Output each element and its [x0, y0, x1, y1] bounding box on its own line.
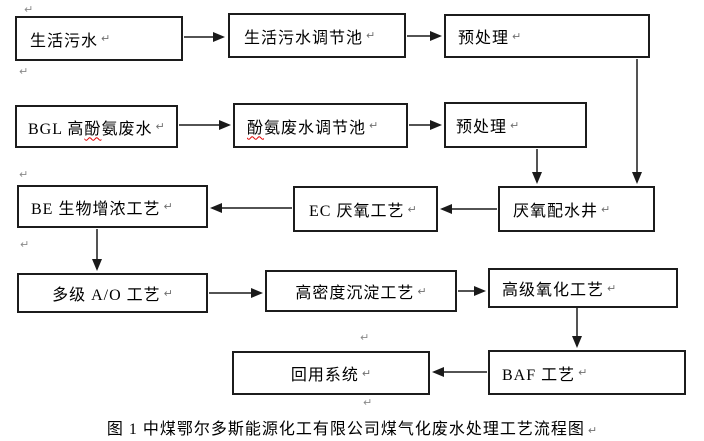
return-mark: ↵: [607, 281, 617, 295]
node-reuse-system: 回用系统↵: [232, 351, 430, 395]
node-pretreat-phenol-label: 预处理: [456, 119, 508, 136]
node-ec-process: EC 厌氧工艺↵: [293, 186, 438, 232]
node-bgl-label-misspelled: 酚: [84, 120, 102, 138]
return-mark: ↵: [578, 366, 588, 379]
node-sedimentation: 高密度沉淀工艺↵: [265, 270, 457, 312]
return-mark: ↵: [155, 120, 165, 133]
paragraph-mark: ↵: [24, 3, 34, 16]
node-pretreat-phenol: 预处理↵: [444, 102, 587, 148]
node-pretreat-sewage-label: 预处理: [458, 30, 510, 47]
return-mark: ↵: [366, 29, 376, 42]
figure-caption: 图 1 中煤鄂尔多斯能源化工有限公司煤气化废水处理工艺流程图↵: [0, 415, 704, 439]
node-baf-process-label: BAF 工艺: [502, 366, 576, 384]
node-bgl-label-post: 氨废水: [101, 120, 153, 138]
node-sewage-tank-label: 生活污水调节池: [244, 29, 364, 47]
return-mark: ↵: [361, 366, 372, 380]
node-sewage: 生活污水↵: [15, 16, 183, 61]
node-reuse-system-label: 回用系统: [290, 367, 359, 384]
node-pretreat-sewage: 预处理↵: [444, 14, 650, 58]
node-phenol-tank-label-post: 氨废水调节池: [264, 119, 367, 137]
node-anaerobic-well: 厌氧配水井↵: [498, 186, 655, 232]
node-phenol-tank-label-misspelled: 酚: [247, 119, 265, 137]
node-be-process-label: BE 生物增浓工艺: [31, 200, 161, 218]
paragraph-mark: ↵: [19, 65, 29, 78]
node-be-process: BE 生物增浓工艺↵: [17, 185, 208, 228]
node-bgl-label-pre: BGL 高: [28, 120, 85, 138]
return-mark: ↵: [407, 202, 417, 216]
node-anaerobic-well-label: 厌氧配水井: [513, 203, 599, 220]
node-oxidation: 高级氧化工艺↵: [488, 268, 678, 308]
paragraph-mark: ↵: [360, 331, 370, 344]
node-phenol-tank: 酚氨废水调节池↵: [233, 103, 408, 148]
return-mark: ↵: [101, 32, 111, 45]
node-ao-process: 多级 A/O 工艺↵: [17, 273, 208, 313]
return-mark: ↵: [510, 118, 520, 132]
node-oxidation-label: 高级氧化工艺: [502, 282, 605, 299]
node-sewage-tank: 生活污水调节池↵: [228, 13, 406, 58]
figure-caption-text: 图 1 中煤鄂尔多斯能源化工有限公司煤气化废水处理工艺流程图: [106, 421, 585, 438]
paragraph-mark: ↵: [20, 238, 30, 251]
return-mark: ↵: [587, 424, 598, 437]
paragraph-mark: ↵: [363, 396, 373, 409]
node-sedimentation-label: 高密度沉淀工艺: [295, 285, 415, 302]
return-mark: ↵: [369, 119, 379, 132]
node-bgl-wastewater: BGL 高酚氨废水↵: [15, 105, 178, 148]
return-mark: ↵: [417, 284, 427, 298]
return-mark: ↵: [512, 29, 522, 43]
node-ec-process-label: EC 厌氧工艺: [309, 203, 405, 220]
node-ao-process-label: 多级 A/O 工艺: [52, 287, 161, 304]
return-mark: ↵: [601, 202, 611, 216]
paragraph-mark: ↵: [19, 168, 29, 181]
node-sewage-label: 生活污水: [30, 32, 99, 50]
node-baf-process: BAF 工艺↵: [488, 350, 686, 395]
return-mark: ↵: [163, 200, 173, 213]
return-mark: ↵: [163, 286, 173, 300]
